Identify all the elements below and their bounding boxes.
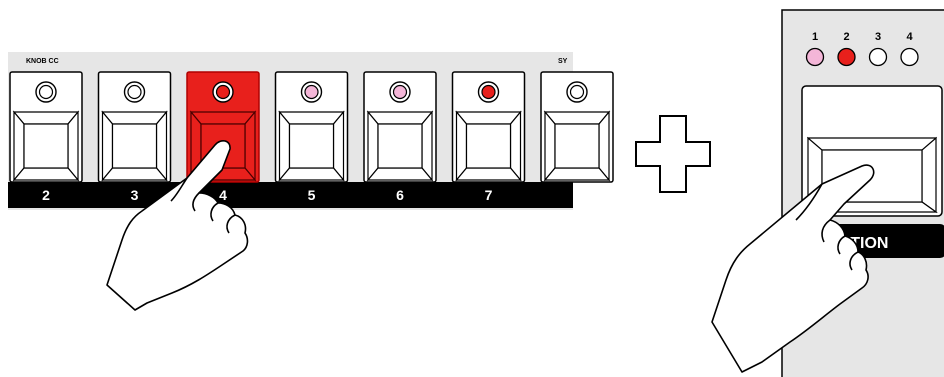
pointing-hand-icon [711, 164, 875, 373]
number-row: 2 3 4 5 6 7 8 [42, 187, 581, 203]
led-indicator [215, 84, 231, 100]
pad-face [23, 123, 69, 169]
section-button-bevel-top [807, 137, 937, 151]
pad-bevel-bottom [101, 167, 168, 181]
number-bar [8, 182, 573, 208]
led-indicator-4 [900, 47, 919, 67]
pad-number-label: 3 [131, 187, 139, 203]
led-indicator-1 [805, 47, 825, 67]
pad-bevel-top [189, 111, 257, 125]
led-number-label: 1 [812, 31, 818, 43]
knob-cc-label: KNOB CC [26, 58, 59, 65]
pad-bevel-bottom [366, 167, 434, 181]
led-indicator [304, 84, 319, 100]
pad-face [554, 123, 600, 169]
pad-button-8[interactable] [540, 71, 614, 183]
pad-button-3[interactable] [97, 71, 172, 183]
pad-button-7[interactable] [451, 71, 526, 183]
header-right-label: SY [558, 58, 568, 65]
pad-number-label: 8 [573, 187, 581, 203]
pad-face [465, 123, 512, 169]
left-panel: KNOB CC SY 2 3 4 5 6 7 8 [8, 52, 614, 210]
led-indicator [481, 84, 496, 100]
pad-number-label: 6 [396, 187, 404, 203]
plus-icon [635, 115, 711, 193]
led-number-label: 3 [875, 31, 881, 43]
button-row [9, 71, 614, 183]
led-row: 1 2 3 4 [805, 31, 919, 67]
led-indicator [38, 84, 54, 100]
led-indicator [569, 84, 585, 100]
pad-bevel-bottom [12, 167, 80, 181]
pad-face [288, 123, 335, 169]
pad-bevel-top [543, 111, 611, 125]
led-indicator-2 [837, 47, 856, 67]
pad-number-label: 2 [42, 187, 50, 203]
pad-bevel-top [12, 111, 80, 125]
section-button-bevel-right [921, 136, 937, 214]
pad-bevel-top [101, 111, 168, 125]
pad-bevel-top [278, 111, 345, 125]
pad-face [111, 123, 158, 169]
pad-button-6[interactable] [363, 71, 437, 183]
pad-face [377, 123, 423, 169]
led-number-label: 4 [906, 31, 913, 43]
led-number-label: 2 [843, 31, 849, 43]
pad-number-label: 5 [308, 187, 316, 203]
led-indicator [127, 84, 142, 100]
pad-button-2[interactable] [9, 71, 83, 183]
pad-bevel-bottom [278, 167, 345, 181]
pad-number-label: 4 [219, 187, 227, 203]
pad-button-5[interactable] [274, 71, 349, 183]
pad-bevel-bottom [455, 167, 522, 181]
led-indicator-3 [868, 47, 888, 67]
pad-bevel-top [455, 111, 522, 125]
led-indicator [392, 84, 408, 100]
pad-bevel-top [366, 111, 434, 125]
pad-bevel-bottom [543, 167, 611, 181]
pointing-hand-icon [106, 140, 249, 311]
pad-number-label: 7 [485, 187, 493, 203]
